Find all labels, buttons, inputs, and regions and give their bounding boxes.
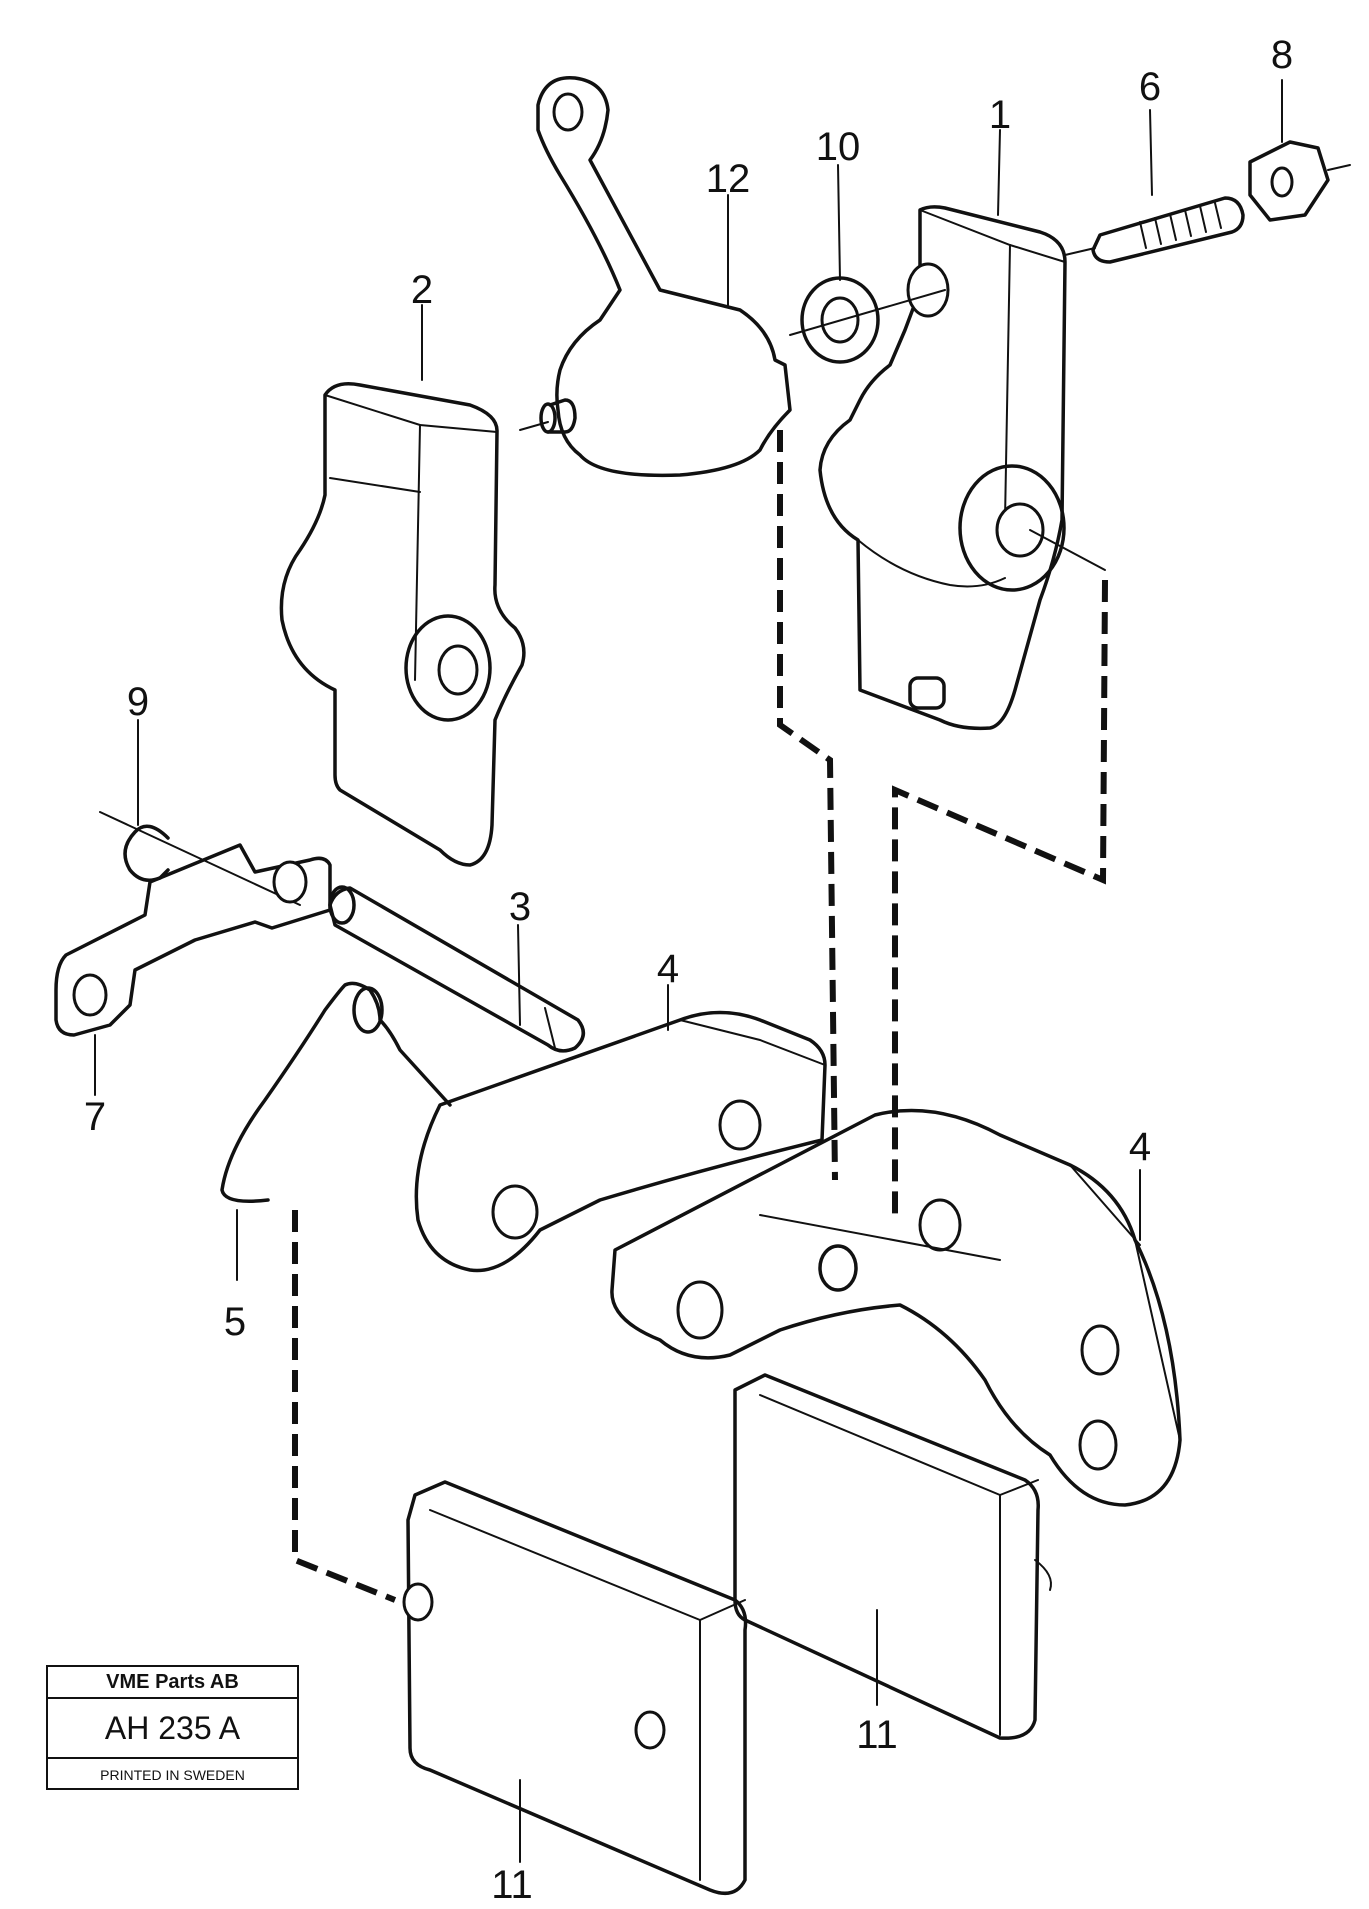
callout-7: 7 [84, 1095, 106, 1139]
printed-note: PRINTED IN SWEDEN [100, 1766, 245, 1783]
part-1-bracket [818, 205, 1067, 731]
part-5-spring [220, 981, 452, 1203]
callout-4b: 4 [1129, 1125, 1151, 1169]
title-block: VME Parts AB AH 235 A PRINTED IN SWEDEN [46, 1665, 299, 1790]
callout-2: 2 [411, 268, 433, 312]
callout-3: 3 [509, 885, 531, 929]
callout-5: 5 [224, 1300, 246, 1344]
shaft-line-upper [789, 289, 946, 336]
part-9-circlip [99, 811, 301, 906]
callout-10: 10 [816, 125, 861, 169]
part-6-screw [1091, 196, 1245, 264]
part-3-pin [328, 885, 585, 1053]
leader-3 [517, 924, 521, 1026]
shaft-line-screw [1064, 247, 1096, 256]
callout-9: 9 [127, 680, 149, 724]
callout-12: 12 [706, 157, 751, 201]
assembly-line-2 [892, 579, 1108, 1215]
callout-4a: 4 [657, 947, 679, 991]
callout-6: 6 [1139, 65, 1161, 109]
leader-1 [997, 129, 1001, 216]
leader-10 [837, 164, 841, 281]
part-8-nut [1248, 140, 1351, 222]
callout-8: 8 [1271, 33, 1293, 77]
assembly-line-1 [777, 430, 838, 1181]
callout-11a: 11 [491, 1863, 533, 1907]
company-name: VME Parts AB [48, 1667, 297, 1699]
leader-6 [1149, 109, 1153, 196]
part-2-bracket [279, 382, 526, 867]
part-7-plate [54, 843, 332, 1037]
part-12-lever [519, 76, 792, 478]
shaft-line-mid [1029, 529, 1106, 571]
part-4-link-left [414, 1010, 827, 1273]
drawing-code: AH 235 A [48, 1699, 297, 1759]
assembly-line-3 [292, 1210, 397, 1603]
callout-11b: 11 [856, 1713, 898, 1757]
part-4-link-right [610, 1108, 1182, 1507]
part-11-pad-right [733, 1373, 1052, 1740]
part-11-pad-left [402, 1480, 748, 1896]
callout-1: 1 [989, 93, 1011, 137]
